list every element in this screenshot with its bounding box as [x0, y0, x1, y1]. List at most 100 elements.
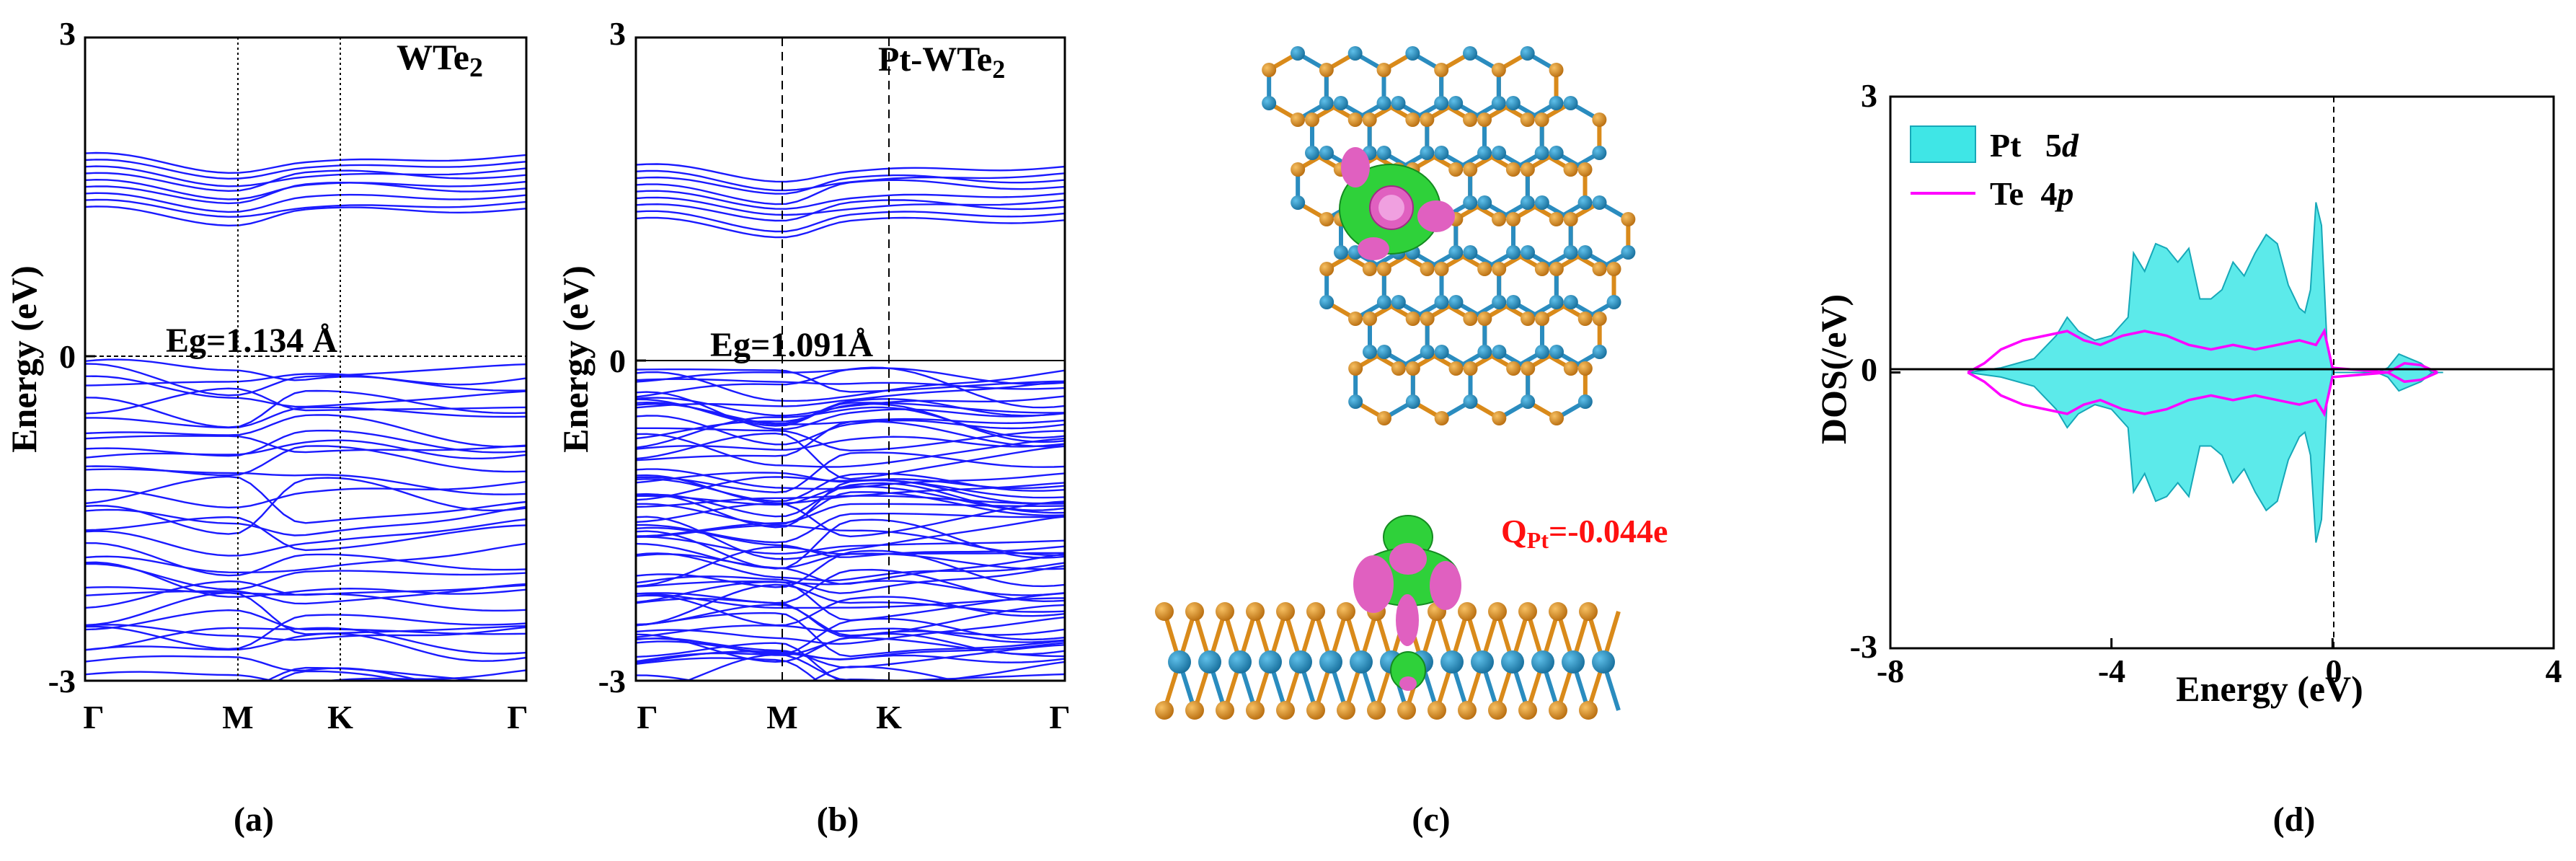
band-line	[636, 199, 1065, 222]
w-atom	[1477, 345, 1492, 359]
panel-b-panel-label: (b)	[817, 800, 859, 839]
te-atom	[1521, 312, 1536, 326]
panel-c-charge-annotation: QPt=-0.044e	[1501, 513, 1668, 553]
w-atom	[1621, 245, 1636, 260]
te-atom	[1391, 361, 1406, 376]
te-atom	[1477, 112, 1492, 127]
w-atom	[1198, 650, 1221, 674]
side-view-lattice	[1155, 602, 1621, 720]
panel-a-ylabel: Energy (eV)	[4, 265, 44, 453]
band-line	[85, 624, 526, 641]
band-line	[636, 190, 1065, 210]
te-atom	[1362, 112, 1377, 127]
w-atom	[1319, 96, 1334, 110]
w-atom	[1405, 46, 1420, 61]
te-atom	[1319, 262, 1335, 276]
te-atom	[1520, 112, 1535, 127]
band-line	[636, 367, 1065, 385]
panel-d-ytick-label: 3	[1861, 77, 1877, 114]
w-atom	[1434, 146, 1449, 160]
band-line	[85, 198, 526, 218]
te-atom	[1376, 63, 1391, 77]
panel-d-panel-label: (d)	[2273, 800, 2316, 839]
band-line	[636, 472, 1065, 503]
w-atom	[1391, 96, 1406, 110]
band-line	[85, 373, 526, 392]
w-atom	[1348, 394, 1363, 409]
band-line	[636, 524, 1065, 557]
te-atom	[1577, 162, 1593, 177]
te-atom	[1488, 602, 1507, 621]
te-atom	[1319, 212, 1334, 226]
w-atom	[1259, 650, 1282, 674]
te-atom	[1367, 701, 1386, 720]
w-atom	[1592, 146, 1607, 160]
band-line	[636, 604, 1065, 637]
te-atom	[1488, 701, 1507, 720]
band-line	[636, 174, 1065, 195]
te-atom	[1549, 212, 1564, 226]
band-line	[636, 368, 1065, 393]
band-line	[276, 670, 411, 681]
band-line	[85, 561, 526, 598]
te-atom	[1606, 262, 1621, 276]
te-atom	[1420, 112, 1435, 127]
te-atom	[1262, 63, 1277, 77]
w-atom	[1577, 195, 1593, 210]
te-atom	[1155, 701, 1174, 720]
band-line	[636, 685, 1065, 707]
band-line	[85, 583, 526, 605]
band-line	[636, 546, 1065, 588]
te-atom	[1549, 602, 1567, 621]
te-atom	[1363, 312, 1377, 326]
te-atom	[1577, 312, 1593, 326]
w-atom	[1448, 96, 1464, 110]
band-line	[636, 583, 1065, 627]
te-atom	[1434, 411, 1449, 425]
band-line	[85, 429, 526, 457]
band-line	[85, 542, 526, 577]
panel-a-ytick-label: 3	[59, 15, 76, 52]
te-atom	[1246, 602, 1265, 621]
band-line	[636, 642, 1065, 681]
te-atom	[1348, 312, 1363, 326]
w-atom	[1577, 394, 1593, 409]
w-atom	[1319, 295, 1335, 309]
w-atom	[1350, 650, 1373, 674]
band-line	[636, 391, 1065, 430]
band-line	[85, 614, 526, 650]
panel-d-ytick-label: 0	[1861, 351, 1877, 388]
te-atom	[1520, 162, 1535, 177]
band-line	[85, 627, 526, 655]
panel-d-xlabel: Energy (eV)	[2176, 668, 2363, 709]
w-atom	[1563, 96, 1578, 110]
w-atom	[1492, 146, 1507, 160]
w-atom	[1531, 650, 1554, 674]
te-atom	[1458, 701, 1477, 720]
te-atom	[1518, 701, 1537, 720]
w-atom	[1549, 345, 1564, 359]
band-line	[636, 565, 1065, 594]
band-line	[85, 169, 526, 193]
w-atom	[1291, 46, 1305, 61]
te-atom	[1428, 701, 1446, 720]
te-atom	[1319, 63, 1334, 77]
te-atom	[1534, 112, 1549, 127]
w-atom	[1377, 345, 1391, 359]
band-line	[85, 358, 526, 386]
te-atom	[1420, 262, 1435, 276]
band-line	[636, 552, 1065, 582]
panel-b-xtick-label: M	[766, 699, 797, 736]
panel-b-xtick-label: Γ	[1049, 699, 1070, 736]
te-atom	[1216, 701, 1234, 720]
te-atom	[1337, 701, 1355, 720]
band-line	[636, 398, 1065, 425]
band-line	[832, 678, 894, 681]
band-line	[85, 468, 526, 495]
band-line	[636, 395, 1065, 417]
band-line	[636, 611, 1065, 658]
panel-a-ytick-label: -3	[48, 663, 76, 699]
legend-label-te-4p: Te 4p	[1990, 175, 2073, 212]
w-atom	[1520, 46, 1535, 61]
